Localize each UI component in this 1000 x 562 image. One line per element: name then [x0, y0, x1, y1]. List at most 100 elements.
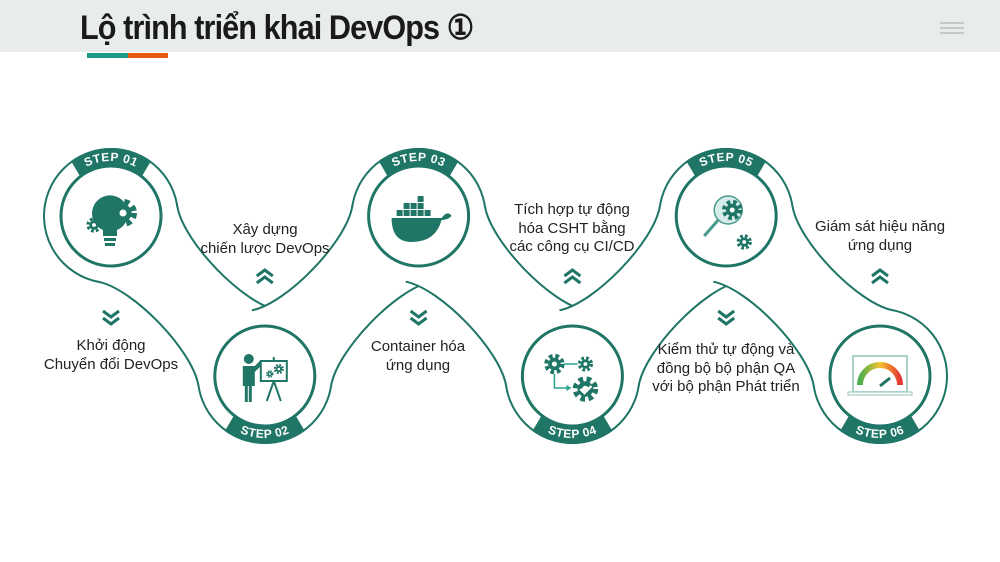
step-4-node: STEP 04: [520, 324, 624, 444]
docker-whale-icon: [391, 196, 452, 242]
gear-icon: [722, 199, 743, 221]
step-4-line-2: hóa CSHT bằng: [518, 219, 626, 237]
connector-line: [251, 205, 354, 312]
step-badge-text: STEP 05: [697, 150, 755, 170]
arrow-head: [566, 385, 572, 391]
step-badge-text: STEP 06: [854, 423, 906, 442]
step-6-line-2: ứng dụng: [847, 236, 913, 254]
chevron: [717, 309, 736, 326]
person-body: [242, 360, 264, 402]
chevron: [563, 268, 582, 285]
flow-arrow: [553, 363, 578, 389]
step-badge-label: STEP 06: [854, 423, 906, 442]
chevron-double-down-icon: [102, 309, 120, 326]
person-head: [243, 354, 254, 364]
step-badge-label: STEP 04: [546, 423, 598, 442]
container-box: [410, 203, 417, 209]
step-badge: [71, 148, 151, 176]
container-box: [424, 210, 431, 216]
step-badge-text: STEP 02: [239, 423, 291, 442]
chevron-double-down-icon: [717, 309, 736, 326]
presenter-board-icon: [242, 354, 288, 402]
step-6-line-1: Giám sát hiệu năng: [814, 218, 946, 235]
board: [259, 360, 288, 382]
magnifier-handle: [703, 219, 720, 237]
chevron: [871, 268, 889, 285]
connector-line: [405, 280, 508, 387]
gear-workflow-check-icon: [544, 353, 599, 402]
step-badge-label: STEP 01: [82, 150, 140, 170]
lightbulb-gears-icon: [86, 195, 138, 246]
container-box: [417, 196, 424, 202]
step-5-line-1: Kiểm thử tự động và: [657, 341, 795, 358]
chevron: [409, 309, 428, 326]
header-bar: Lộ trình triển khai DevOps ①: [0, 0, 1000, 52]
connector-line: [713, 280, 815, 387]
gear-hole: [583, 362, 588, 366]
inner-ring: [520, 324, 624, 428]
chevron: [102, 309, 120, 326]
gear-hole: [92, 223, 96, 227]
container-box: [417, 203, 424, 209]
connector-line: [791, 205, 894, 312]
step-3-line-2: ứng dụng: [385, 356, 451, 374]
step-badge-text: STEP 03: [390, 150, 448, 170]
step-3-line-1: Container hóa: [370, 338, 466, 355]
gear-icon: [273, 363, 284, 375]
container-box: [396, 210, 403, 216]
container-box: [410, 210, 417, 216]
step-4-line-1: Tích hợp tự động: [514, 201, 630, 218]
step-2-line-1: Xây dựng: [232, 221, 298, 238]
step-badge: [532, 416, 613, 444]
step-badge: [840, 416, 920, 445]
check-icon: [579, 385, 593, 395]
step-badge-label: STEP 03: [390, 150, 448, 170]
gear-icon: [577, 356, 594, 372]
gear-icon: [544, 353, 565, 375]
easel: [265, 357, 282, 402]
step-badge: [686, 148, 767, 176]
title-underline-orange: [128, 53, 168, 58]
whale-body: [391, 213, 452, 242]
gear-hole: [551, 361, 557, 367]
title-underline-teal: [87, 53, 128, 58]
gear-icon: [736, 234, 752, 250]
laptop-base: [847, 391, 913, 396]
gear-icon: [265, 370, 274, 378]
step-2-line-2: chiến lược DevOps: [200, 239, 330, 257]
hamburger-icon[interactable]: [940, 22, 964, 34]
step-badge-text: STEP 01: [82, 150, 140, 170]
gear-icon: [108, 198, 138, 228]
container-box: [403, 210, 410, 216]
step-2-node: STEP 02: [213, 324, 317, 444]
gauge-needle: [879, 376, 891, 388]
step-4-line-3: các công cụ CI/CD: [509, 238, 635, 255]
step-badge-label: STEP 05: [697, 150, 755, 170]
step-1-line-1: Khởi động: [76, 337, 146, 354]
container-box: [417, 210, 424, 216]
gear-hole: [268, 373, 271, 375]
laptop-gauge-icon: [847, 355, 913, 396]
step-5-line-2: đồng bộ bộ phận QA: [656, 359, 796, 377]
step-5-line-3: với bộ phận Phát triển: [652, 378, 800, 395]
step-badge: [378, 148, 459, 176]
chevron-double-up-icon: [563, 268, 582, 285]
chevron-double-up-icon: [255, 268, 274, 285]
gauge-arc: [857, 362, 903, 386]
gear-icon: [86, 217, 102, 233]
chevron-double-up-icon: [871, 268, 889, 285]
chevron: [255, 268, 274, 285]
gear-check-icon: [572, 376, 599, 402]
connector-line: [97, 280, 200, 387]
bulb-base: [105, 243, 115, 246]
step-badge: [224, 416, 305, 444]
gear-hole: [729, 207, 735, 213]
step-1-line-2: Chuyển đổi DevOps: [43, 355, 179, 373]
page-title: Lộ trình triển khai DevOps ①: [80, 9, 474, 47]
